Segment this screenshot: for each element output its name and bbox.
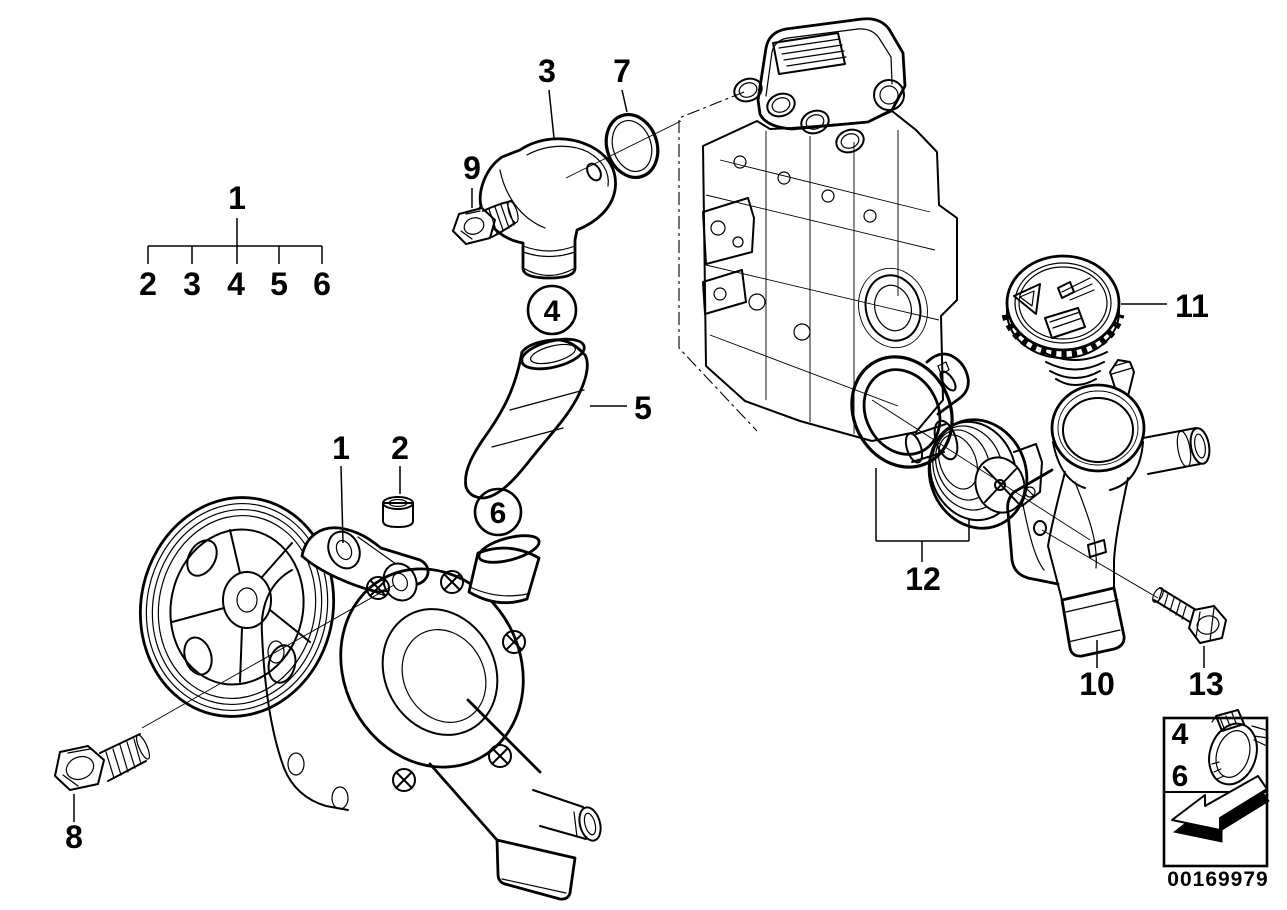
hose-clamp-icon [1208,709,1269,786]
o-ring [604,113,660,179]
tree-parent-label[interactable]: 1 [228,180,246,216]
legend-label-4: 4 [1172,718,1189,751]
assembly-axis-lines [141,120,1159,729]
filler-cap [1001,254,1125,386]
water-outlet-elbow [470,137,617,280]
callout-4[interactable]: 4 [544,295,561,328]
callout-3[interactable]: 3 [538,53,556,89]
coolant-hose [464,337,589,500]
parts-group-tree: 1 2 3 4 5 6 [139,180,331,302]
pump-bolt [54,733,151,791]
callout-8[interactable]: 8 [65,819,83,855]
leader-lines [73,89,1205,822]
tree-child-label-2[interactable]: 2 [139,266,157,302]
legend-label-6: 6 [1172,760,1189,793]
callout-7[interactable]: 7 [613,53,631,89]
callout-9[interactable]: 9 [463,150,481,186]
thermostat [904,418,1043,530]
direction-arrow-icon [1171,775,1270,843]
tree-child-label-5[interactable]: 5 [270,266,288,302]
elbow-bolt [452,200,519,245]
thermostat-housing [1006,359,1211,658]
callout-10[interactable]: 10 [1079,666,1115,702]
callout-labels: 3 7 9 5 1 2 8 11 12 10 13 [65,53,1224,855]
legend-box: 4 6 [1162,709,1270,868]
callout-6[interactable]: 6 [490,497,507,530]
drawing-number: 00169979 [1167,868,1268,891]
housing-bolt [1152,587,1227,644]
callout-5[interactable]: 5 [634,390,652,426]
tree-child-label-6[interactable]: 6 [313,266,331,302]
callout-13[interactable]: 13 [1188,666,1224,702]
seal-ring-circle-6: 6 [473,487,523,537]
engine-block [678,17,958,442]
tree-child-label-4[interactable]: 4 [227,266,245,302]
water-pump [138,496,602,901]
tree-child-label-3[interactable]: 3 [183,266,201,302]
plug-bush [382,496,414,528]
callout-1[interactable]: 1 [332,430,350,466]
callout-11[interactable]: 11 [1175,288,1209,324]
seal-ring-circle-4: 4 [526,284,578,336]
callout-2[interactable]: 2 [391,430,409,466]
callout-12[interactable]: 12 [905,561,941,597]
